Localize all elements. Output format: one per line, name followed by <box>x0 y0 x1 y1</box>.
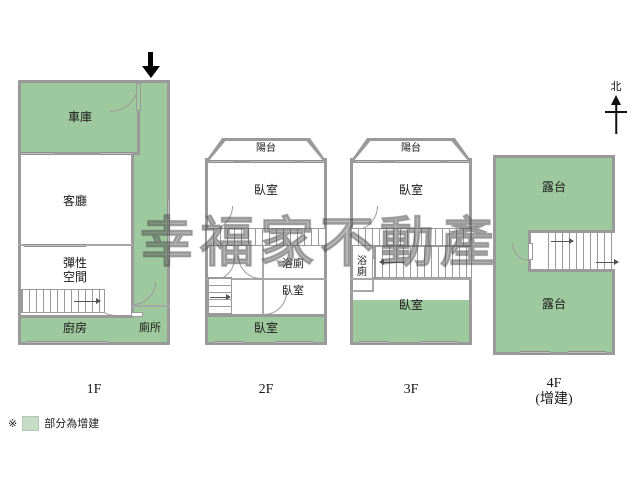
1f-wall-toilet-top <box>131 305 170 307</box>
1f-garage-door-leaf <box>136 83 141 111</box>
1f-window-kitchen-bottom <box>26 341 108 344</box>
compass-arrow-shaft <box>615 104 617 134</box>
1f-room-label-garage: 車庫 <box>67 110 92 124</box>
2f-window-balcony-left <box>210 160 234 163</box>
3f-room-label-bathroom: 浴 廁 <box>357 256 367 278</box>
3f-staircase-landing <box>350 228 472 246</box>
3f-stair-direction-arrow <box>379 259 404 265</box>
4f-floor-sublabel: (增建) <box>535 392 573 407</box>
4f-floor-label: 4F <box>546 376 562 391</box>
2f-room-label-bedroom1: 臥室 <box>253 183 278 197</box>
compass-north-label: 北 <box>610 80 622 93</box>
legend: ※ 部分為增建 <box>8 415 99 431</box>
3f-room-label-bedroom1: 臥室 <box>398 183 423 197</box>
2f-window-balcony-mid <box>250 160 295 163</box>
compass-cross-bar <box>605 111 627 113</box>
3f-window-balcony-mid <box>395 160 440 163</box>
1f-room-label-living: 客廳 <box>62 194 87 208</box>
3f-window-balcony-left <box>355 160 379 163</box>
compass-arrow-head-icon <box>611 95 621 105</box>
3f-floor-label: 3F <box>403 382 419 397</box>
2f-room-label-bedroom2: 臥室 <box>282 284 304 297</box>
4f-window-bottom-left <box>520 351 550 354</box>
2f-staircase-landing <box>205 228 327 246</box>
2f-floor-label: 2F <box>258 382 274 397</box>
2f-balcony-inner <box>208 141 324 162</box>
1f-window-garage-bottom-right <box>100 152 133 155</box>
2f-room-label-bathroom: 浴廁 <box>282 257 304 270</box>
1f-toilet-door-leaf <box>131 312 143 317</box>
1f-window-flex-top <box>24 244 86 247</box>
4f-staircase <box>548 233 615 269</box>
3f-wall-stair-bottom <box>350 278 472 280</box>
1f-kitchen-area <box>21 315 133 342</box>
3f-room-label-bedroom2: 臥室 <box>398 298 423 312</box>
legend-text: 部分為增建 <box>44 417 100 430</box>
1f-wall-garage-living <box>18 152 140 155</box>
legend-color-swatch <box>22 415 40 431</box>
4f-stair-direction-arrow-down <box>596 259 619 265</box>
1f-window-corridor-right <box>167 200 170 260</box>
2f-bedroom3-area <box>208 315 324 342</box>
3f-window-bottom-right <box>420 341 458 344</box>
2f-wall-hall-lower <box>262 278 264 314</box>
3f-window-bottom-left <box>359 341 389 344</box>
1f-wall-corridor-lower <box>131 152 134 317</box>
1f-floor-label: 1F <box>86 382 102 397</box>
1f-stair-direction-arrow <box>74 298 101 304</box>
2f-wall-bedroom3-top <box>205 314 327 317</box>
4f-room-label-terrace-upper: 露台 <box>541 180 566 194</box>
4f-room-label-terrace-lower: 露台 <box>541 297 566 311</box>
1f-room-label-kitchen: 廚房 <box>62 321 87 335</box>
2f-window-bedroom3-bottom-left <box>214 341 244 344</box>
4f-window-bottom-right <box>568 351 606 354</box>
2f-window-balcony-right <box>303 160 324 163</box>
1f-toilet-area <box>133 305 167 342</box>
1f-wall-flex-kitchen <box>18 315 133 318</box>
2f-window-bedroom3-bottom-right <box>275 341 313 344</box>
2f-stair-direction-arrow <box>210 294 231 300</box>
2f-wall-hall-left <box>262 228 264 278</box>
3f-room-label-balcony: 陽台 <box>401 143 421 154</box>
compass-north-indicator: 北 <box>602 78 630 138</box>
2f-wall-bath-bottom <box>205 278 327 280</box>
2f-room-label-balcony: 陽台 <box>256 143 276 154</box>
1f-window-garage-bottom-left <box>21 152 54 155</box>
3f-balcony-inner <box>353 141 469 162</box>
1f-room-label-toilet: 廁所 <box>139 321 161 334</box>
legend-mark: ※ <box>8 416 18 430</box>
1f-room-label-flexible: 彈性 空間 <box>62 256 87 284</box>
3f-wall-bath-bottom <box>350 290 374 292</box>
3f-bedroom2-area <box>353 300 469 342</box>
4f-stair-direction-arrow-up <box>551 238 574 244</box>
3f-window-balcony-right <box>448 160 469 163</box>
2f-room-label-bedroom3: 臥室 <box>253 321 278 335</box>
1f-wall-corridor-upper <box>137 80 140 154</box>
